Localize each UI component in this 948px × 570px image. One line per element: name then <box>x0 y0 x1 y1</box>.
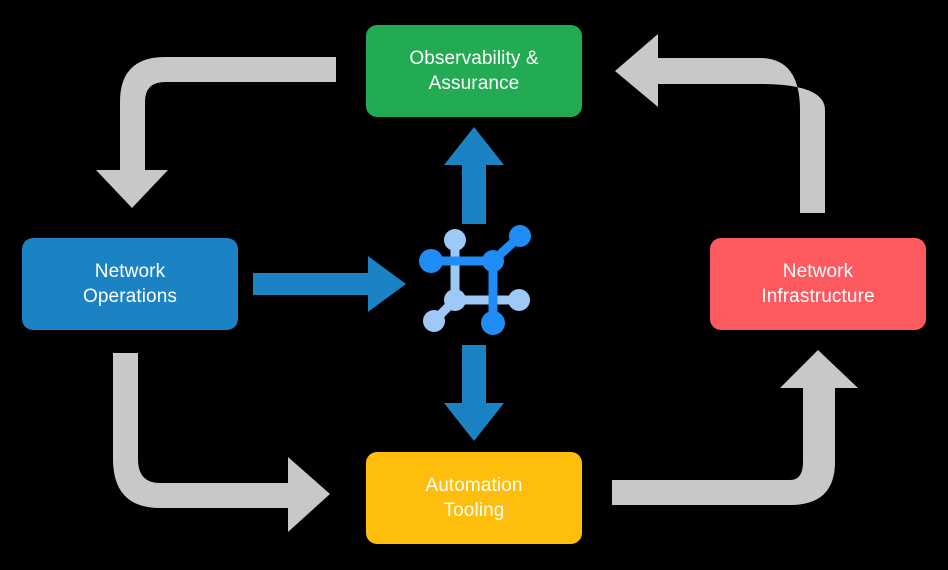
node-box-observability[interactable]: Observability & Assurance <box>366 25 582 117</box>
arrow-center-to-observability <box>444 127 504 224</box>
arrow-network-operations-to-center <box>253 256 406 312</box>
arrow-observability-to-network-operations <box>96 57 336 208</box>
network-icon-light-nodes <box>423 229 530 332</box>
arrow-network-operations-to-automation-tooling <box>113 353 330 532</box>
arrow-automation-tooling-to-network-infrastructure <box>612 350 858 505</box>
arrow-network-infrastructure-to-observability <box>615 34 825 213</box>
node-box-network-operations[interactable]: Network Operations <box>22 238 238 330</box>
node-box-network-infrastructure[interactable]: Network Infrastructure <box>710 238 926 330</box>
node-box-automation-tooling[interactable]: Automation Tooling <box>366 452 582 544</box>
network-icon-dark-nodes <box>419 225 531 335</box>
arrow-center-to-automation-tooling <box>444 345 504 441</box>
network-topology-icon <box>419 225 531 335</box>
